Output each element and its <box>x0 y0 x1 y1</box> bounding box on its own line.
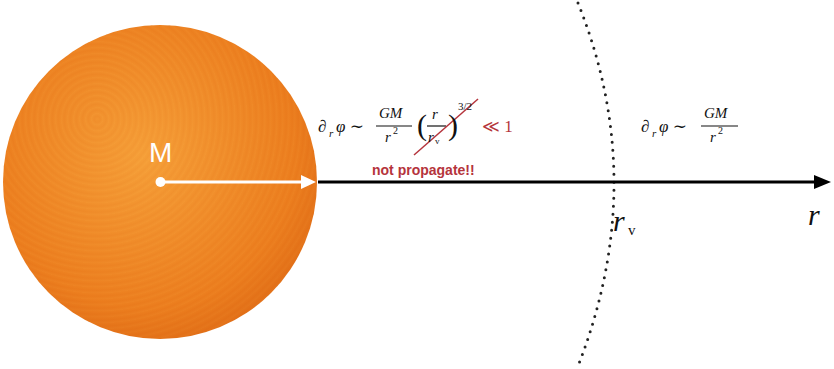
formula-denominator: r <box>428 130 434 145</box>
formula-symbol: φ ∼ <box>336 118 364 135</box>
formula-exponent: 3/2 <box>458 101 472 112</box>
formula-numerator: r <box>432 107 438 122</box>
formula-symbol: ∂ <box>641 118 649 135</box>
axis-arrowhead <box>814 175 831 189</box>
vainshtein-radius-arc <box>578 3 614 366</box>
formula-exponent: 2 <box>718 126 723 136</box>
formula-denominator: r <box>710 130 716 145</box>
formula-denominator: r <box>385 130 391 145</box>
formula-paren: ( <box>417 110 427 140</box>
mass-label: M <box>149 139 172 167</box>
radius-subscript: v <box>628 223 636 238</box>
sun-disc: M <box>3 25 317 339</box>
strike-line <box>414 99 478 155</box>
formula-symbol: ≪ 1 <box>482 118 513 135</box>
formula-paren: ) <box>448 110 458 140</box>
formula-subscript: r <box>652 128 656 139</box>
radius-label: r <box>613 206 625 236</box>
axis-label: r <box>808 200 820 230</box>
formula-subscript: v <box>435 137 440 146</box>
formula-symbol: ∂ <box>318 118 326 135</box>
radial-axis <box>318 181 816 184</box>
formula-subscript: r <box>329 128 333 139</box>
note-text: not propagate!! <box>372 163 475 177</box>
formula-numerator: GM <box>704 106 727 121</box>
formula-exponent: 2 <box>393 126 398 136</box>
sun-texture <box>3 25 317 339</box>
formula-symbol: φ ∼ <box>659 118 687 135</box>
fraction-bar <box>427 125 446 126</box>
radius-arrow <box>3 25 317 339</box>
formula-numerator: GM <box>379 106 402 121</box>
